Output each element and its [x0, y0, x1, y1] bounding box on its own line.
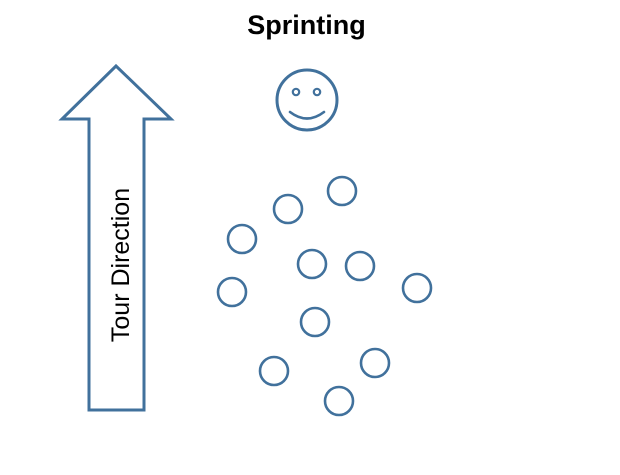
smiley-head — [275, 68, 339, 132]
arrow-shape — [58, 63, 175, 412]
tour-direction-arrow: Tour Direction — [58, 63, 175, 412]
diagram-title: Sprinting — [247, 10, 366, 40]
rider-circle-icon — [272, 193, 304, 225]
rider-circle-icon — [258, 355, 290, 387]
rider-circle-icon — [323, 385, 355, 417]
rider-circle-icon — [226, 223, 258, 255]
smiley-mouth — [288, 110, 326, 120]
peloton-group — [216, 175, 433, 417]
rider-circle-icon — [296, 248, 328, 280]
smiley-left-eye — [291, 87, 301, 97]
rider-circle-icon — [401, 272, 433, 304]
rider-circle-icon — [326, 175, 358, 207]
arrow-label: Tour Direction — [107, 188, 135, 342]
rider-circle-icon — [344, 250, 376, 282]
smiley-right-eye — [312, 87, 322, 97]
rider-circle-icon — [359, 347, 391, 379]
rider-circle-icon — [299, 306, 331, 338]
smiley-face-icon — [275, 68, 339, 132]
rider-circle-icon — [216, 276, 248, 308]
